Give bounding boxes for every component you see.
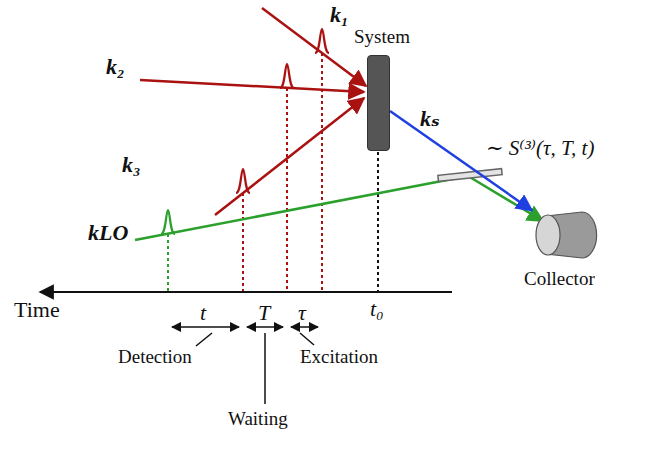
signal-beam (390, 111, 532, 210)
excitation-bracket (291, 326, 318, 328)
t0-drop-line (377, 152, 379, 292)
lo-reflected-beam (468, 176, 543, 221)
node-label: System (354, 26, 410, 48)
excitation-leader (300, 333, 314, 345)
interval-name: Waiting (228, 408, 288, 430)
k2-drop-line (286, 88, 288, 292)
interval-label: τ (298, 300, 306, 325)
k2-beam (140, 80, 364, 92)
lo-beam (135, 176, 468, 240)
k1-beam (262, 8, 366, 86)
system-sample: System (367, 55, 390, 151)
waiting-bracket (247, 326, 283, 328)
k3-drop-line (242, 193, 244, 292)
beam-label: k₃ (122, 152, 141, 177)
interval-name: Excitation (300, 346, 378, 368)
beam-splitter (438, 169, 502, 182)
interval-name: Detection (118, 346, 192, 368)
pulses (161, 29, 329, 234)
lo-pulse (161, 210, 175, 234)
k3-pulse (236, 169, 250, 193)
beam-label: kLO (88, 220, 128, 245)
interval-label: t (200, 300, 206, 325)
detector-face (536, 215, 560, 255)
detection-bracket (172, 326, 239, 328)
interval-brackets (172, 327, 318, 404)
node-label: Collector (524, 268, 595, 290)
lo-drop-line (167, 234, 169, 292)
k1-pulse (315, 29, 329, 53)
detection-leader (196, 333, 212, 346)
beam-label: kₛ (420, 106, 440, 131)
beam-label: k₂ (106, 54, 125, 79)
k2-pulse (280, 64, 294, 88)
waiting-leader (264, 333, 266, 404)
axis-label: Time (14, 297, 60, 322)
interval-label: T (258, 300, 270, 325)
collector-detector: Collector (532, 208, 602, 262)
beams (135, 8, 543, 240)
signal-label: ∼ S⁽³⁾(τ, T, t) (486, 136, 594, 160)
k3-beam (215, 98, 364, 215)
time-label: t₀ (370, 296, 384, 321)
detector-drawing (532, 208, 602, 262)
drop-lines (168, 53, 378, 292)
time-axis (40, 291, 452, 293)
beam-label: k₁ (330, 2, 349, 27)
